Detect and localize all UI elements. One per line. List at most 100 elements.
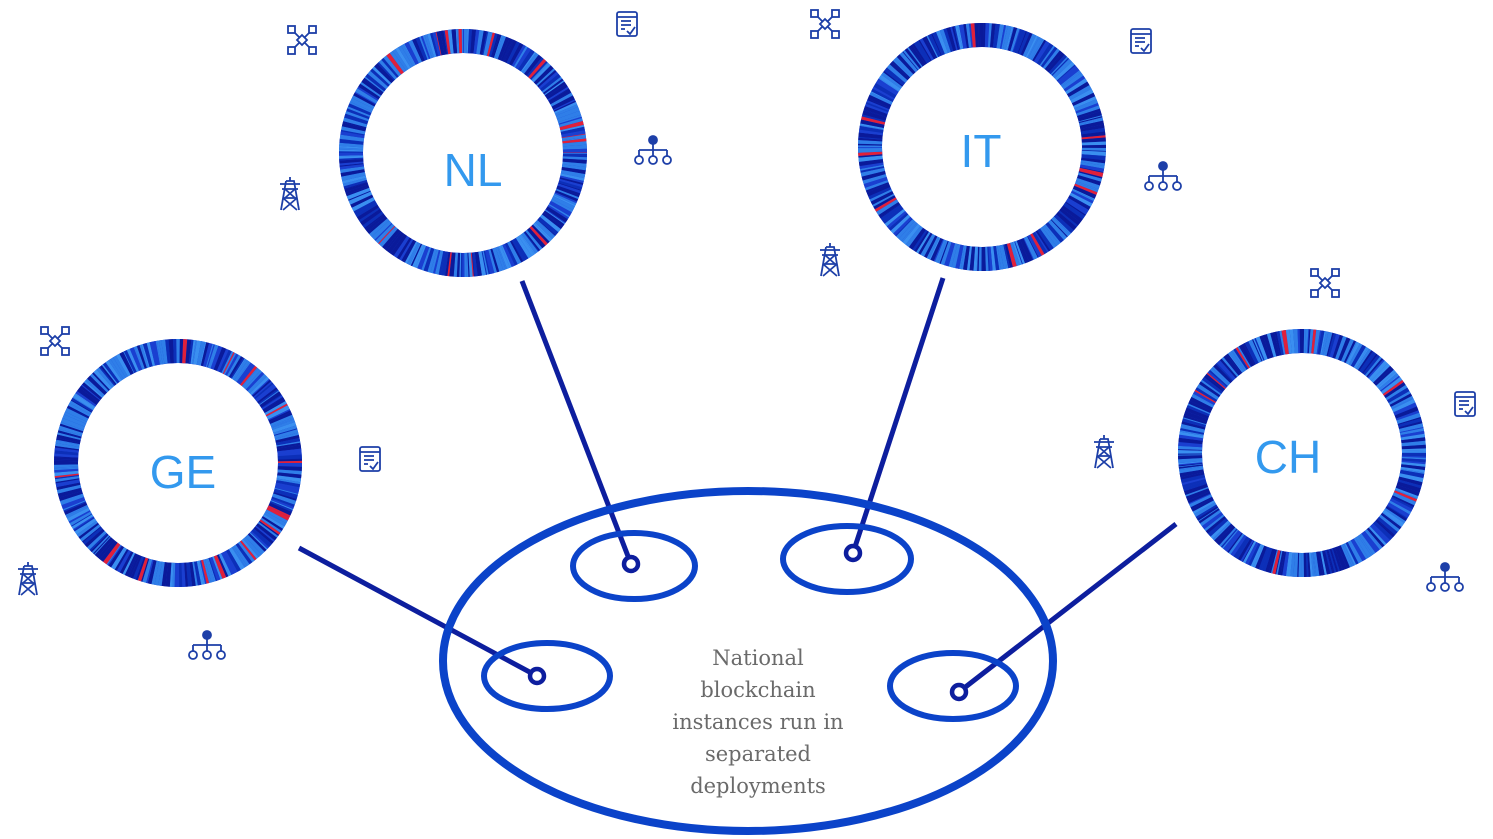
- ring-stripe: [1178, 454, 1203, 456]
- ring-stripe: [272, 421, 297, 433]
- ring-stripe: [922, 36, 936, 60]
- ring-stripe: [1379, 375, 1399, 391]
- ring-stripe: [81, 384, 101, 401]
- ring-stripe: [858, 151, 883, 157]
- ring-stripe: [274, 432, 299, 441]
- ring-stripe: [1297, 329, 1301, 354]
- ring-stripe: [1016, 240, 1027, 264]
- ring-stripe: [209, 556, 221, 581]
- ring-stripe: [277, 466, 302, 472]
- ring-stripe: [74, 518, 97, 535]
- ring-stripe: [169, 562, 174, 587]
- ring-stripe: [1078, 167, 1104, 178]
- ring-stripe: [1381, 512, 1402, 528]
- ring-stripe: [1386, 505, 1408, 519]
- ring-stripe: [1178, 434, 1204, 441]
- ring-stripe: [490, 248, 500, 273]
- ring-stripe: [1350, 344, 1367, 368]
- ring-stripe: [990, 23, 996, 48]
- ring-stripe: [1081, 135, 1106, 140]
- ring-stripe: [444, 29, 451, 55]
- ring-stripe: [468, 252, 473, 277]
- ring-stripe: [410, 243, 422, 267]
- ring-stripe: [456, 29, 460, 54]
- ring-stripe: [1373, 365, 1393, 385]
- ring-stripe: [1250, 544, 1263, 568]
- ring-stripe: [1178, 437, 1203, 445]
- ring-stripe: [911, 43, 928, 65]
- ring-stripe: [65, 504, 88, 517]
- ring-stripe: [1396, 412, 1421, 424]
- ring-stripe: [976, 246, 979, 271]
- ring-stripe: [1371, 363, 1391, 383]
- ring-stripe: [231, 358, 246, 380]
- ring-stripe: [992, 23, 1000, 49]
- ring-stripe: [1377, 371, 1398, 389]
- ring-stripe: [1003, 244, 1011, 269]
- ring-stripe: [350, 97, 374, 112]
- ring-stripe: [188, 339, 194, 364]
- ring-stripe: [265, 403, 288, 417]
- ring-stripe: [1203, 375, 1224, 392]
- ring-stripe: [553, 193, 577, 206]
- ring-stripe: [343, 117, 368, 128]
- ring-stripe: [261, 516, 284, 531]
- ring-stripe: [447, 252, 452, 277]
- ring-stripe: [463, 29, 468, 54]
- ring-stripe: [978, 23, 981, 48]
- ring-stripe: [1313, 329, 1321, 355]
- ring-stripe: [1237, 346, 1252, 368]
- ring-ge: [54, 338, 302, 588]
- ring-stripe: [389, 50, 407, 73]
- ring-stripe: [517, 49, 535, 72]
- ring-stripe: [79, 385, 101, 403]
- ring-stripe: [932, 31, 945, 56]
- ring-stripe: [909, 44, 926, 66]
- ring-stripe: [71, 514, 94, 530]
- ring-stripe: [158, 561, 165, 586]
- ring-stripe: [1048, 219, 1068, 241]
- ring-stripe: [114, 548, 129, 571]
- ring-stripe: [351, 95, 375, 109]
- ring-stripe: [1248, 339, 1262, 363]
- ring-stripe: [218, 349, 232, 373]
- ring-stripe: [504, 39, 517, 63]
- ring-stripe: [1305, 329, 1309, 354]
- ring-stripe: [1056, 64, 1076, 82]
- ring-stripe: [863, 176, 888, 188]
- ring-stripe: [474, 251, 482, 277]
- ring-stripe: [1233, 536, 1250, 559]
- instance-ellipse-ch: [887, 650, 1019, 722]
- ring-stripe: [977, 246, 980, 271]
- ring-stripe: [223, 550, 238, 574]
- ring-stripe: [270, 500, 294, 511]
- ring-stripe: [1028, 37, 1043, 60]
- ring-stripe: [1080, 162, 1105, 169]
- ring-stripe: [1182, 478, 1207, 488]
- ring-stripe: [341, 126, 366, 135]
- ring-stripe: [1042, 225, 1060, 247]
- ring-stripe: [511, 239, 525, 262]
- ring-stripe: [1017, 31, 1027, 54]
- ring-stripe: [1399, 469, 1425, 479]
- ring-stripe: [561, 134, 586, 141]
- ring-stripe: [141, 344, 150, 368]
- ring-stripe: [1293, 329, 1299, 354]
- ring-stripe: [560, 170, 586, 179]
- ring-stripe: [541, 212, 563, 230]
- ring-stripe: [1399, 427, 1424, 433]
- ring-stripe: [262, 396, 284, 411]
- ring-stripe: [132, 556, 144, 580]
- ring-stripe: [550, 199, 574, 213]
- ring-stripe: [561, 133, 586, 139]
- ring-stripe: [1385, 506, 1408, 522]
- ring-stripe: [189, 561, 196, 587]
- ring-stripe: [1401, 464, 1426, 471]
- ring-stripe: [866, 100, 890, 111]
- ring-stripe: [1031, 38, 1045, 61]
- caption-line: separated: [705, 742, 811, 766]
- ring-stripe: [1382, 512, 1402, 528]
- ring-stripe: [182, 339, 188, 364]
- ring-stripe: [176, 562, 180, 588]
